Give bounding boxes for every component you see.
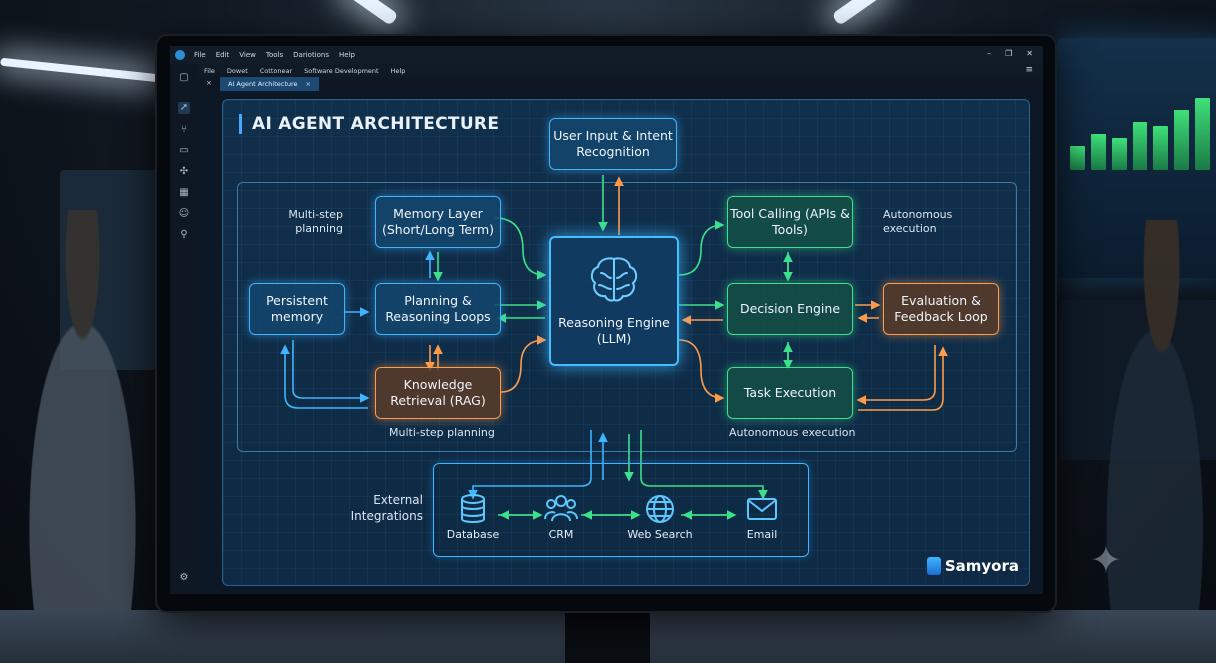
diagram-title: AI AGENT ARCHITECTURE xyxy=(239,114,499,134)
maximize-button[interactable]: ❐ xyxy=(1005,49,1013,58)
integration-label: CRM xyxy=(548,528,574,541)
settings-gear-icon[interactable]: ⚙ xyxy=(179,572,189,583)
mail-icon xyxy=(747,498,777,520)
menu-bar: File Edit View Tools Dariotions Help – ❐… xyxy=(170,46,1043,64)
node-decision-engine[interactable]: Decision Engine xyxy=(727,283,853,335)
node-tool-calling[interactable]: Tool Calling (APIs & Tools) xyxy=(727,196,853,248)
menu-file[interactable]: File xyxy=(194,51,206,59)
diagram-canvas: AI AGENT ARCHITECTURE xyxy=(222,99,1030,586)
tab-close-icon[interactable]: × xyxy=(305,80,311,88)
cursor-icon[interactable]: ➚ xyxy=(178,102,190,114)
person-right xyxy=(1080,220,1216,663)
tab-bar: × AI Agent Architecture × xyxy=(198,77,1043,91)
ceiling-light xyxy=(831,0,889,26)
grid-icon[interactable]: ▦ xyxy=(179,187,189,198)
node-user-input[interactable]: User Input & Intent Recognition xyxy=(549,118,677,170)
node-task-execution[interactable]: Task Execution xyxy=(727,367,853,419)
node-persistent-memory[interactable]: Persistent memory xyxy=(249,283,345,335)
ceiling-light xyxy=(341,0,399,26)
menu-dariotions[interactable]: Dariotions xyxy=(293,51,329,59)
node-knowledge-retrieval[interactable]: Knowledge Retrieval (RAG) xyxy=(375,367,501,419)
external-integrations-box xyxy=(433,463,809,557)
globe-icon xyxy=(646,495,674,523)
brain-icon xyxy=(590,257,638,302)
users-icon xyxy=(544,495,578,522)
note-multi-step-bottom: Multi-step planning xyxy=(389,426,495,439)
activity-bar: ▢ ➚ ⑂ ▭ ✣ ▦ ☺ ⚲ ⚙ xyxy=(170,64,198,594)
app-logo-icon xyxy=(175,50,185,60)
integration-web-search[interactable]: Web Search xyxy=(625,493,695,541)
close-icon[interactable]: × xyxy=(206,79,212,87)
node-evaluation-feedback[interactable]: Evaluation & Feedback Loop xyxy=(883,283,999,335)
branch-icon[interactable]: ⑂ xyxy=(181,124,187,135)
submenu-dowet[interactable]: Dowet xyxy=(226,66,248,75)
integration-email[interactable]: Email xyxy=(727,493,797,541)
node-reasoning-engine[interactable]: Reasoning Engine (LLM) xyxy=(549,236,679,366)
agent-core-region xyxy=(237,182,1017,452)
integration-label: Database xyxy=(446,528,500,541)
submenu-file[interactable]: File xyxy=(204,66,215,75)
integration-database[interactable]: Database xyxy=(438,493,508,541)
brand-mark-icon xyxy=(926,557,941,575)
folder-icon[interactable]: ▢ xyxy=(179,72,189,83)
submenu-software-development[interactable]: Software Development xyxy=(304,66,379,75)
menu-help[interactable]: Help xyxy=(339,51,355,59)
extensions-icon[interactable]: ✣ xyxy=(179,166,189,177)
user-icon[interactable]: ☺ xyxy=(178,208,190,219)
integration-label: Email xyxy=(746,528,778,541)
app-window: File Edit View Tools Dariotions Help – ❐… xyxy=(170,46,1043,594)
search-icon[interactable]: ⚲ xyxy=(180,229,188,240)
node-memory-layer[interactable]: Memory Layer (Short/Long Term) xyxy=(375,196,501,248)
minimize-button[interactable]: – xyxy=(987,49,992,58)
note-external-integrations: External Integrations xyxy=(350,493,423,523)
person-left xyxy=(0,210,165,663)
menu-view[interactable]: View xyxy=(239,51,256,59)
integration-crm[interactable]: CRM xyxy=(526,493,596,541)
background-chart xyxy=(1070,90,1211,170)
tab-label: AI Agent Architecture xyxy=(228,80,298,88)
reasoning-engine-label: Reasoning Engine (LLM) xyxy=(558,315,670,346)
submenu-cottonear[interactable]: Cottonear xyxy=(259,66,293,75)
brand-logo: Samyora xyxy=(926,557,1019,575)
hamburger-menu-icon[interactable]: ≡ xyxy=(1025,65,1033,75)
connection-arrows xyxy=(280,175,948,520)
menu-tools[interactable]: Tools xyxy=(265,51,284,59)
menu-edit[interactable]: Edit xyxy=(215,51,230,59)
database-icon xyxy=(461,494,485,523)
secondary-menu-bar: File Dowet Cottonear Software Developmen… xyxy=(198,64,1043,77)
close-window-button[interactable]: ✕ xyxy=(1026,49,1033,58)
note-autonomous-execution: Autonomous execution xyxy=(883,208,953,235)
chat-icon[interactable]: ▭ xyxy=(179,145,189,156)
integration-label: Web Search xyxy=(627,528,693,541)
ceiling-light xyxy=(0,57,160,83)
tab-ai-agent-architecture[interactable]: AI Agent Architecture × xyxy=(220,77,319,91)
node-planning-reasoning[interactable]: Planning & Reasoning Loops xyxy=(375,283,501,335)
brand-name: Samyora xyxy=(944,557,1019,575)
submenu-help[interactable]: Help xyxy=(390,66,406,75)
note-multi-step-planning: Multi-step planning xyxy=(288,208,343,235)
sparkle-icon: ✦ xyxy=(1090,538,1122,582)
note-autonomous-bottom: Autonomous execution xyxy=(729,426,856,439)
